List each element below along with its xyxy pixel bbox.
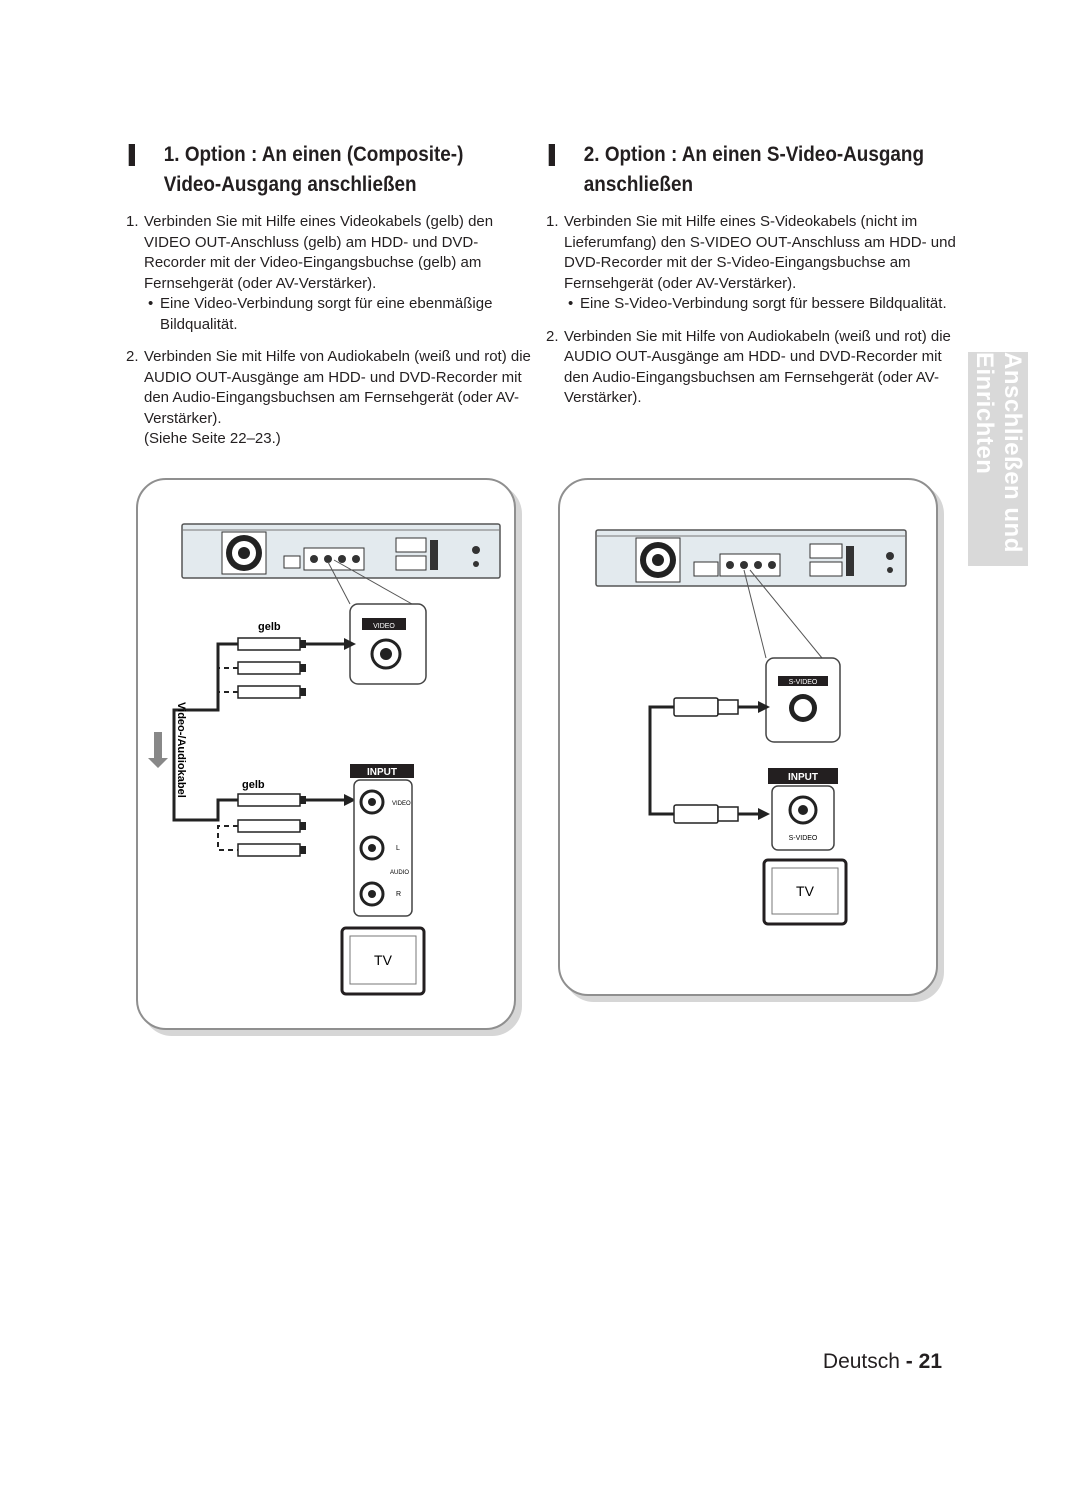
tv-icon: TV [762, 858, 848, 926]
jack-video-label: VIDEO [373, 623, 395, 630]
heading-marker [128, 144, 135, 166]
step-note: (Siehe Seite 22–23.) [144, 430, 281, 447]
section-heading: 1. Option : An einen (Composite-) Video-… [126, 140, 573, 200]
rca-plugs-top [237, 637, 306, 699]
step-number: 2. [126, 348, 139, 365]
page-footer: Deutsch - 21 [823, 1350, 942, 1374]
step-number: 1. [126, 213, 139, 230]
jack-svideo-label: S-VIDEO [789, 679, 818, 686]
heading-line-1: 2. Option : An einen S-Video-Ausgang [583, 143, 925, 166]
step-bullet: •Eine S-Video-Verbindung sorgt für besse… [568, 295, 947, 312]
step-text: Verbinden Sie mit Hilfe eines S-Videokab… [564, 213, 956, 292]
input-title: INPUT [367, 767, 397, 778]
rca-plugs-bottom [237, 793, 306, 857]
footer-separator: - [905, 1350, 913, 1373]
input-audio-label: AUDIO [390, 870, 409, 876]
cable-color-label: gelb [242, 779, 265, 791]
cable-color-label: gelb [258, 621, 281, 633]
bullet-text: Eine S-Video-Verbindung sorgt für besser… [580, 295, 947, 312]
input-title: INPUT [788, 772, 818, 783]
page-number: 21 [918, 1350, 942, 1373]
step-item: 2. Verbinden Sie mit Hilfe von Audiokabe… [546, 327, 966, 409]
composite-connection-diagram: VIDEO gelb Video-/Audiokabel gelb [148, 523, 501, 996]
step-bullet: •Eine Video-Verbindung sorgt für eine eb… [148, 295, 493, 333]
svideo-plug-bottom [673, 804, 739, 824]
cooling-fan-icon [221, 531, 267, 575]
step-number: 1. [546, 213, 559, 230]
recorder-rear-panel [595, 529, 907, 587]
diagram-composite: VIDEO gelb Video-/Audiokabel gelb [136, 478, 516, 1030]
tv-icon: TV [340, 926, 426, 996]
heading-marker [548, 144, 555, 166]
section-heading: 2. Option : An einen S-Video-Ausgang ans… [546, 140, 1003, 200]
svideo-out-jack-zoom: S-VIDEO [765, 657, 841, 743]
step-item: 1. Verbinden Sie mit Hilfe eines Videoka… [126, 212, 536, 335]
input-r-label: R [396, 891, 401, 898]
svideo-plug-top [673, 697, 739, 717]
tv-label: TV [374, 952, 393, 968]
heading-line-2: anschließen [583, 173, 694, 196]
tv-input-panel: INPUT VIDEO L AUDIO R [350, 764, 414, 917]
chapter-title: Anschließen und Einrichten [971, 352, 1026, 553]
footer-language: Deutsch [822, 1350, 900, 1373]
step-text: Verbinden Sie mit Hilfe eines Videokabel… [144, 213, 494, 292]
tv-label: TV [796, 883, 815, 899]
step-item: 1. Verbinden Sie mit Hilfe eines S-Video… [546, 212, 966, 315]
steps-list: 1. Verbinden Sie mit Hilfe eines S-Video… [546, 212, 966, 409]
input-video-label: VIDEO [392, 801, 411, 807]
recorder-rear-panel [181, 523, 501, 579]
bullet-text: Eine Video-Verbindung sorgt für eine ebe… [160, 295, 493, 333]
arrow-down-icon [148, 732, 168, 768]
heading-line-1: 1. Option : An einen (Composite-) [163, 143, 464, 166]
steps-list: 1. Verbinden Sie mit Hilfe eines Videoka… [126, 212, 536, 450]
step-text: Verbinden Sie mit Hilfe von Audiokabeln … [144, 348, 531, 427]
cooling-fan-icon [635, 537, 681, 583]
step-item: 2. Verbinden Sie mit Hilfe von Audiokabe… [126, 347, 536, 450]
diagram-svideo: S-VIDEO INPUT S-VIDEO TV [558, 478, 938, 996]
step-number: 2. [546, 327, 559, 345]
section-composite: 1. Option : An einen (Composite-) Video-… [126, 140, 536, 462]
input-l-label: L [396, 845, 400, 852]
heading-line-2: Video-Ausgang anschließen [163, 173, 417, 196]
section-svideo: 2. Option : An einen S-Video-Ausgang ans… [546, 140, 966, 421]
video-out-jack-zoom: VIDEO [349, 603, 427, 685]
cable-name-label: Video-/Audiokabel [175, 702, 187, 798]
input-svideo-label: S-VIDEO [789, 835, 818, 842]
tv-input-panel: INPUT S-VIDEO [768, 768, 838, 851]
step-text: Verbinden Sie mit Hilfe von Audiokabeln … [564, 327, 951, 407]
chapter-side-tab: Anschließen und Einrichten [968, 352, 1028, 566]
svideo-connection-diagram: S-VIDEO INPUT S-VIDEO TV [595, 529, 907, 926]
